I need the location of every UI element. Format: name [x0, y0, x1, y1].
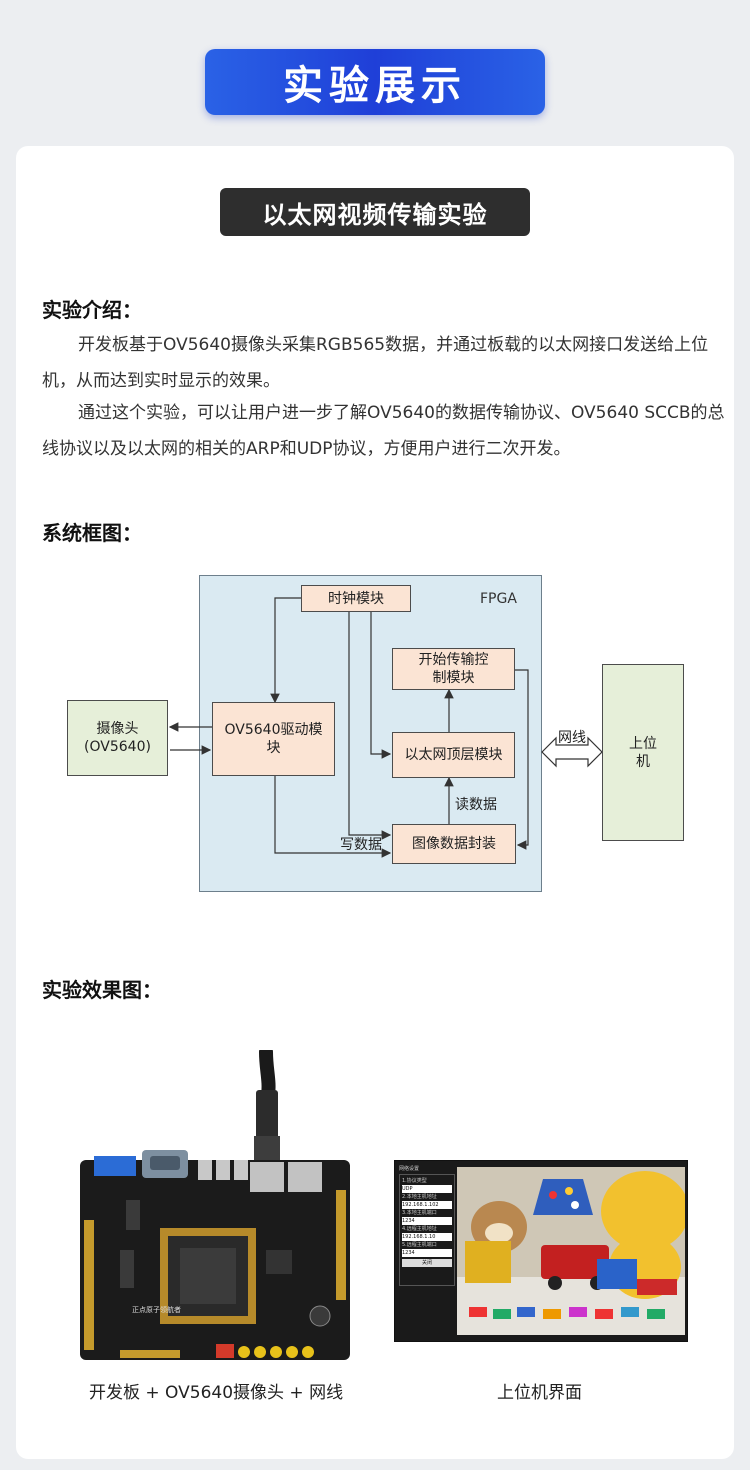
host-ui-local-ip-input[interactable]: 192.168.1.102: [402, 1201, 452, 1209]
camera-box: 摄像头(OV5640): [67, 700, 168, 776]
section-title: 以太网视频传输实验: [262, 200, 488, 229]
host-ui-fields: 1.协议类型 UDP 2.本地主机地址 192.168.1.102 3.本地主机…: [399, 1174, 455, 1286]
ethernet-top-module-label: 以太网顶层模块: [404, 747, 503, 763]
start-control-module-label: 开始传输控制模块: [418, 652, 489, 686]
board-silkscreen: 正点原子领航者: [132, 1306, 181, 1314]
host-ui-remote-port-input[interactable]: 1234: [402, 1249, 452, 1257]
host-ui-protocol-label: 1.协议类型: [402, 1178, 427, 1184]
ethernet-top-module-box: 以太网顶层模块: [392, 732, 515, 778]
clock-module-label: 时钟模块: [328, 590, 384, 607]
host-ui-caption: 上位机界面: [497, 1383, 582, 1403]
host-ui-settings-panel: 网络设置 1.协议类型 UDP 2.本地主机地址 192.168.1.102 3…: [399, 1165, 455, 1337]
host-ui-local-port-input[interactable]: 1234: [402, 1217, 452, 1225]
host-ui-remote-ip-label: 4.远程主机地址: [402, 1226, 437, 1232]
intro-heading: 实验介绍：: [42, 298, 142, 322]
intro-paragraph-1: 开发板基于OV5640摄像头采集RGB565数据，并通过板载的以太网接口发送给上…: [42, 335, 709, 391]
results-heading: 实验效果图：: [42, 978, 162, 1002]
intro-paragraph-2: 通过这个实验，可以让用户进一步了解OV5640的数据传输协议、OV5640 SC…: [42, 403, 725, 459]
host-pc-box: 上位机: [602, 664, 684, 841]
write-data-label: 写数据: [340, 837, 382, 853]
page-title: 实验展示: [283, 63, 467, 109]
dev-board-image: [80, 1045, 350, 1360]
host-ui-remote-port-label: 5.远程主机端口: [402, 1242, 437, 1248]
image-packer-module-label: 图像数据封装: [412, 836, 496, 852]
camera-preview-image: [457, 1167, 685, 1335]
diagram-heading: 系统框图：: [42, 521, 142, 545]
clock-module-box: 时钟模块: [301, 585, 411, 612]
page-title-banner: 实验展示: [205, 49, 545, 115]
section-title-banner: 以太网视频传输实验: [220, 188, 530, 236]
network-cable-label: 网线: [558, 730, 586, 746]
host-ui-panel-title: 网络设置: [399, 1166, 420, 1172]
host-ui-local-ip-label: 2.本地主机地址: [402, 1194, 437, 1200]
host-ui-local-port-label: 3.本地主机端口: [402, 1210, 437, 1216]
fpga-label: FPGA: [480, 591, 517, 607]
camera-label: 摄像头(OV5640): [84, 721, 151, 755]
host-ui-remote-ip-input[interactable]: 192.168.1.10: [402, 1233, 452, 1241]
host-pc-label: 上位机: [629, 735, 657, 770]
read-data-label: 读数据: [455, 797, 497, 813]
host-ui-protocol-select[interactable]: UDP: [402, 1185, 452, 1193]
driver-module-box: OV5640驱动模块: [212, 702, 335, 776]
host-ui-screenshot: 网络设置 1.协议类型 UDP 2.本地主机地址 192.168.1.102 3…: [394, 1160, 688, 1342]
image-packer-module-box: 图像数据封装: [392, 824, 516, 864]
dev-board-photo: 正点原子领航者: [80, 1045, 352, 1362]
driver-module-label: OV5640驱动模块: [224, 722, 323, 756]
start-control-module-box: 开始传输控制模块: [392, 648, 515, 690]
host-ui-close-button[interactable]: 关闭: [402, 1259, 452, 1267]
board-caption: 开发板 + OV5640摄像头 + 网线: [89, 1383, 344, 1403]
